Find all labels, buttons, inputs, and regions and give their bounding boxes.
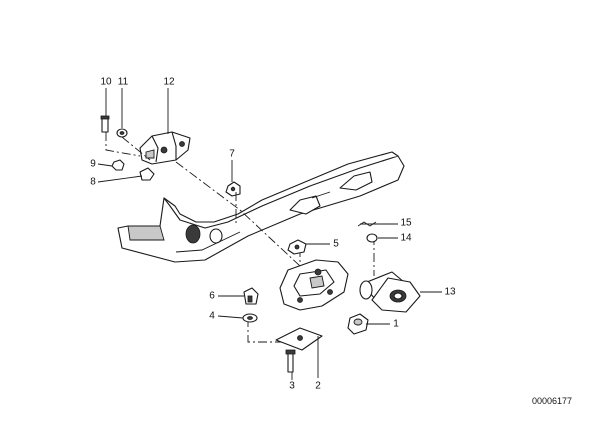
callout-3: 3 xyxy=(289,381,295,392)
callout-5: 5 xyxy=(333,239,339,250)
callout-11: 11 xyxy=(118,77,129,88)
callout-1: 1 xyxy=(393,319,399,330)
bushing-14 xyxy=(366,233,378,243)
callout-labels: 10 11 12 9 8 7 5 15 14 13 1 6 4 3 2 xyxy=(90,77,456,392)
callout-4: 4 xyxy=(209,311,215,322)
plug-1 xyxy=(347,313,369,335)
screw-3 xyxy=(285,349,296,373)
callout-14: 14 xyxy=(400,233,412,244)
callout-13: 13 xyxy=(444,287,456,298)
gear-carrier xyxy=(279,259,349,311)
callout-6: 6 xyxy=(209,291,215,302)
callout-10: 10 xyxy=(100,77,112,88)
plate-2 xyxy=(275,327,323,351)
callout-2: 2 xyxy=(315,381,321,392)
document-number: 00006177 xyxy=(532,396,572,406)
callout-12: 12 xyxy=(163,77,175,88)
washer-11 xyxy=(116,128,128,138)
clamp-6 xyxy=(243,287,259,305)
callout-15: 15 xyxy=(400,218,412,229)
leader-lines xyxy=(97,88,442,380)
nut-5 xyxy=(287,239,307,255)
washer-4 xyxy=(242,313,258,323)
nut-9 xyxy=(111,159,125,171)
callout-7: 7 xyxy=(229,149,235,160)
support-frame xyxy=(117,151,405,263)
callout-8: 8 xyxy=(90,177,96,188)
nut-7 xyxy=(225,181,241,197)
upper-bracket xyxy=(139,131,191,165)
damper-13 xyxy=(359,271,421,313)
clip-8 xyxy=(139,167,155,181)
callout-9: 9 xyxy=(90,159,96,170)
bolt-10 xyxy=(100,115,110,133)
